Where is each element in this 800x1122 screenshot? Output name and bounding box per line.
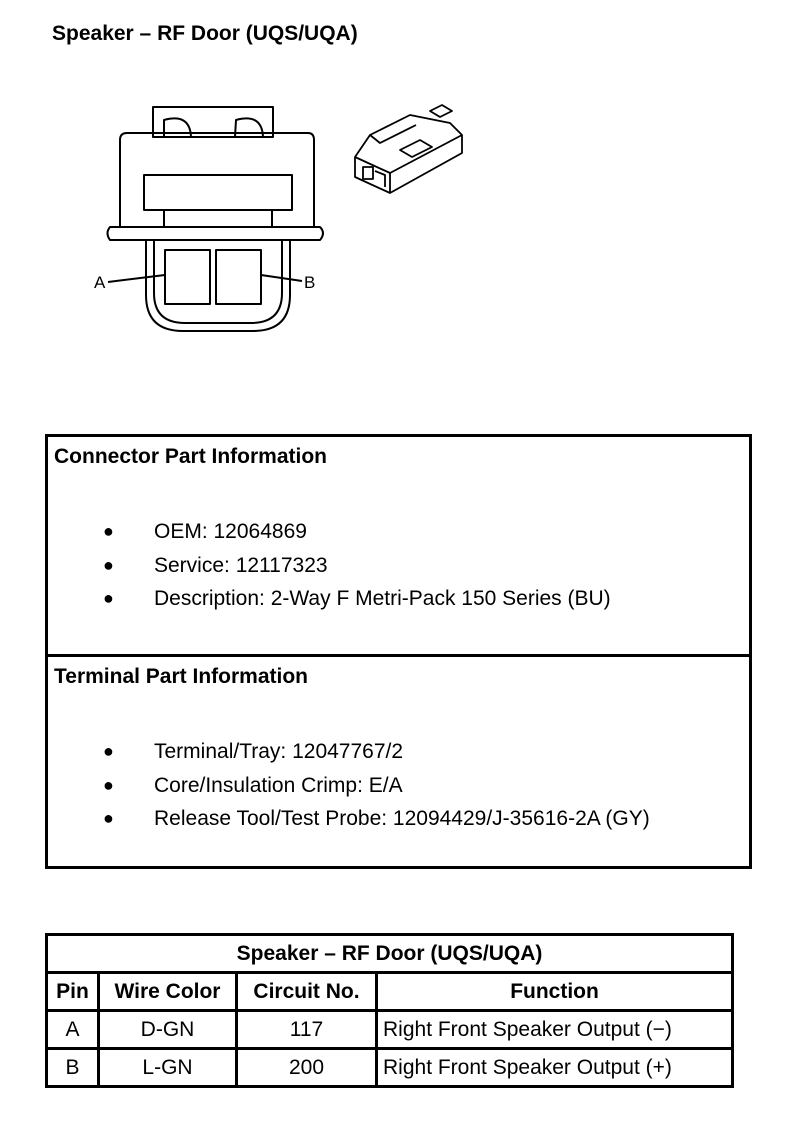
column-header: Circuit No. bbox=[235, 971, 378, 1012]
wire-color-cell: D-GN bbox=[97, 1009, 238, 1050]
list-item: ● Description: 2-Way F Metri-Pack 150 Ser… bbox=[48, 582, 611, 616]
page-title: Speaker – RF Door (UQS/UQA) bbox=[52, 22, 358, 45]
list-item: ● Core/Insulation Crimp: E/A bbox=[48, 769, 650, 803]
connector-description: Description: 2-Way F Metri-Pack 150 Seri… bbox=[154, 587, 611, 610]
terminal-release-tool: Release Tool/Test Probe: 12094429/J-3561… bbox=[154, 807, 650, 830]
terminal-part-heading: Terminal Part Information bbox=[54, 665, 308, 688]
terminal-part-list: ● Terminal/Tray: 12047767/2 ● Core/Insulat… bbox=[48, 735, 650, 836]
function-cell: Right Front Speaker Output (+) bbox=[374, 1047, 735, 1088]
circuit-cell: 117 bbox=[235, 1009, 378, 1050]
circuit-cell: 200 bbox=[235, 1047, 378, 1088]
connector-part-list: ● OEM: 12064869 ● Service: 12117323 ● Descr… bbox=[48, 515, 611, 616]
table-row: B L-GN 200 Right Front Speaker Output (+… bbox=[45, 1047, 735, 1088]
bullet-icon: ● bbox=[103, 774, 114, 795]
bullet-icon: ● bbox=[103, 741, 114, 761]
list-item: ● Service: 12117323 bbox=[48, 549, 611, 583]
bullet-icon: ● bbox=[103, 521, 114, 541]
pin-a-label: A bbox=[94, 273, 106, 292]
connector-part-heading: Connector Part Information bbox=[54, 445, 328, 468]
function-cell: Right Front Speaker Output (−) bbox=[374, 1009, 735, 1050]
connector-oem: OEM: 12064869 bbox=[154, 520, 307, 543]
pin-cell: A bbox=[45, 1009, 100, 1050]
terminal-crimp: Core/Insulation Crimp: E/A bbox=[154, 773, 403, 797]
wire-color-cell: L-GN bbox=[97, 1047, 238, 1088]
pin-cell: B bbox=[45, 1047, 100, 1088]
connector-service: Service: 12117323 bbox=[154, 553, 328, 577]
bullet-icon: ● bbox=[103, 588, 114, 608]
connector-face-drawing bbox=[106, 104, 463, 332]
column-header: Pin bbox=[45, 971, 100, 1012]
pin-b-label: B bbox=[304, 273, 316, 292]
connector-part-info: Connector Part Information ● OEM: 1206486… bbox=[48, 437, 749, 657]
list-item: ● Release Tool/Test Probe: 12094429/J-356… bbox=[48, 802, 650, 836]
pin-table-title: Speaker – RF Door (UQS/UQA) bbox=[44, 933, 735, 974]
connector-diagram: A B bbox=[80, 95, 500, 355]
bullet-icon: ● bbox=[103, 808, 114, 828]
table-header-row: Pin Wire Color Circuit No. Function bbox=[45, 971, 735, 1012]
column-header: Wire Color bbox=[97, 971, 238, 1012]
column-header: Function bbox=[374, 971, 735, 1012]
list-item: ● Terminal/Tray: 12047767/2 bbox=[48, 735, 650, 769]
bullet-icon: ● bbox=[103, 554, 114, 575]
terminal-tray: Terminal/Tray: 12047767/2 bbox=[154, 740, 404, 763]
list-item: ● OEM: 12064869 bbox=[48, 515, 611, 549]
pin-table: Speaker – RF Door (UQS/UQA) Pin Wire Col… bbox=[44, 933, 735, 1088]
part-info-box: Connector Part Information ● OEM: 1206486… bbox=[45, 434, 752, 869]
terminal-part-info: Terminal Part Information ● Terminal/Tray… bbox=[48, 657, 749, 866]
table-row: A D-GN 117 Right Front Speaker Output (−… bbox=[45, 1009, 735, 1050]
